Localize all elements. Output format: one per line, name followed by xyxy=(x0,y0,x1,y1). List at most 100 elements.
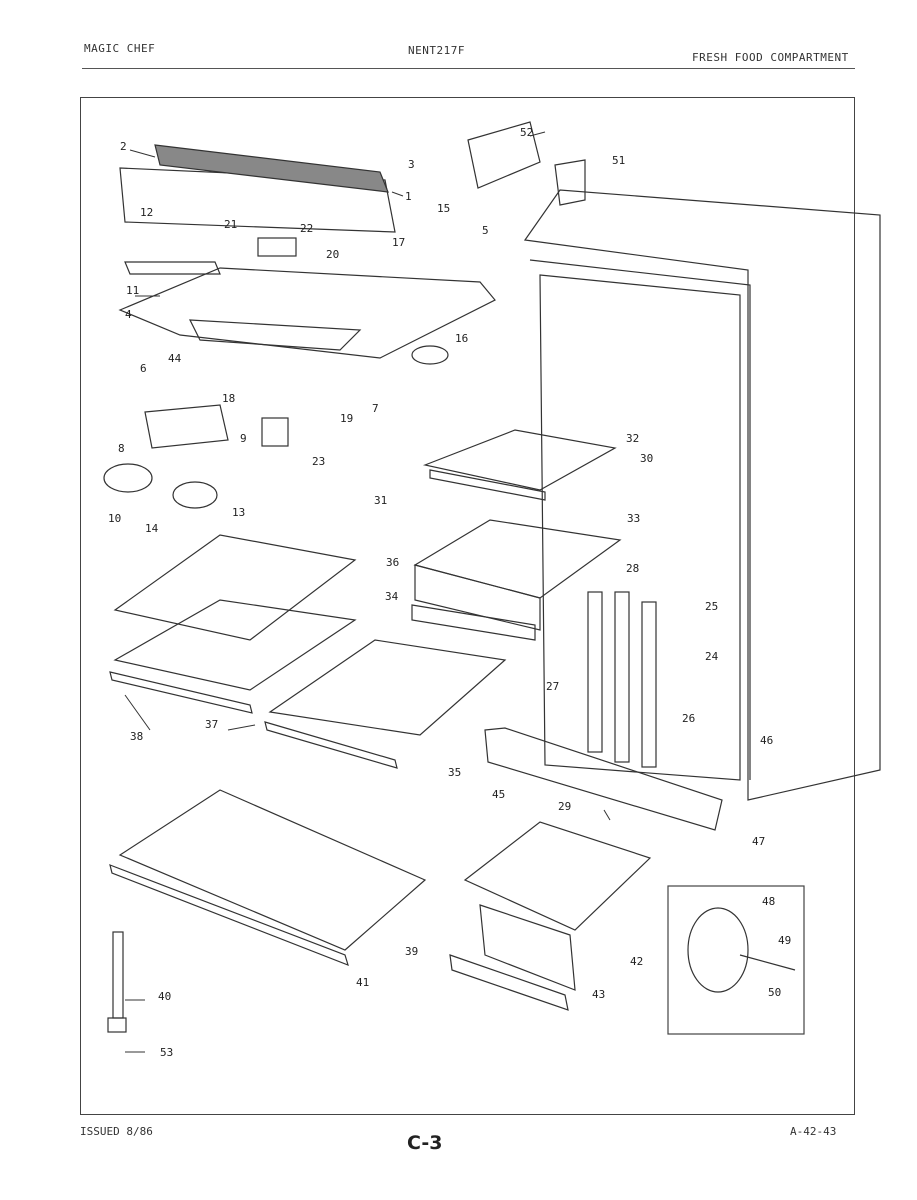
shelf-front xyxy=(429,469,546,501)
callout-label: 51 xyxy=(612,154,625,167)
control-housing-part xyxy=(118,267,496,359)
callout-label: 38 xyxy=(130,730,143,743)
callout-label: 3 xyxy=(408,158,415,171)
callout-label: 52 xyxy=(520,126,533,139)
callout-label: 16 xyxy=(455,332,468,345)
callout-label: 1 xyxy=(405,190,412,203)
shelf-ladder-part xyxy=(641,601,657,768)
callout-label: 14 xyxy=(145,522,159,535)
callout-label: 25 xyxy=(705,600,718,613)
issue-date: ISSUED 8/86 xyxy=(80,1125,153,1138)
diffuser-part xyxy=(411,345,449,365)
model-number: NENT217F xyxy=(408,44,465,57)
callout-label: 48 xyxy=(762,895,775,908)
control-box-part xyxy=(144,404,229,449)
callout-label: 11 xyxy=(126,284,139,297)
shelf-ladder-part xyxy=(587,591,603,753)
callout-label: 6 xyxy=(140,362,147,375)
glass-shelf-part xyxy=(118,789,427,951)
roller-wheel-part xyxy=(687,907,749,993)
callout-label: 18 xyxy=(222,392,235,405)
callout-label: 8 xyxy=(118,442,125,455)
crisper-front xyxy=(479,904,576,991)
callout-label: 5 xyxy=(482,224,489,237)
wire-shelf-part xyxy=(113,599,357,691)
knob-part xyxy=(103,463,153,493)
leader-lines xyxy=(124,131,611,1053)
callout-label: 36 xyxy=(386,556,399,569)
document-code: A-42-43 xyxy=(790,1125,837,1138)
shelf-trim-part xyxy=(264,721,398,769)
glass-shelf-trim-part xyxy=(109,864,349,967)
callout-label: 32 xyxy=(626,432,639,445)
roller-inset-box xyxy=(667,885,805,1035)
bracket-part xyxy=(124,261,221,275)
callout-label: 45 xyxy=(492,788,505,801)
wire-shelf-part xyxy=(268,639,507,736)
shelf-part xyxy=(422,429,617,491)
callout-label: 37 xyxy=(205,718,218,731)
callout-label: 27 xyxy=(546,680,559,693)
callout-label: 21 xyxy=(224,218,237,231)
pan-rail-part xyxy=(411,604,536,641)
callout-label: 9 xyxy=(240,432,247,445)
hinge-part xyxy=(554,159,586,206)
callout-label: 13 xyxy=(232,506,245,519)
callout-label: 20 xyxy=(326,248,339,261)
callout-label: 7 xyxy=(372,402,379,415)
callout-label: 53 xyxy=(160,1046,173,1059)
callout-label: 22 xyxy=(300,222,313,235)
section-title: FRESH FOOD COMPARTMENT xyxy=(692,51,849,64)
callout-label: 29 xyxy=(558,800,571,813)
callout-label: 31 xyxy=(374,494,387,507)
brand-name: MAGIC CHEF xyxy=(84,42,156,55)
shelf-ladder-part xyxy=(614,591,630,763)
callout-label: 43 xyxy=(592,988,605,1001)
callout-label: 24 xyxy=(705,650,719,663)
callout-label: 23 xyxy=(312,455,325,468)
roller-axle-part xyxy=(739,954,796,971)
callout-label: 47 xyxy=(752,835,765,848)
callout-label: 4 xyxy=(125,308,132,321)
control-housing-face xyxy=(188,319,362,351)
knob-part xyxy=(172,481,218,509)
cabinet-outline xyxy=(523,189,881,801)
callout-label: 30 xyxy=(640,452,653,465)
socket-part xyxy=(257,237,297,257)
shelf-trim-part xyxy=(109,671,253,714)
crisper-rail-part xyxy=(449,954,569,1011)
callout-labels: 52 51 2 3 1 15 12 21 22 5 17 20 11 4 16 … xyxy=(108,126,791,1059)
crisper-pan-part xyxy=(463,821,652,931)
callout-label: 15 xyxy=(437,202,450,215)
header-rule xyxy=(82,68,855,69)
callout-label: 44 xyxy=(168,352,182,365)
callout-label: 17 xyxy=(392,236,405,249)
callout-label: 50 xyxy=(768,986,781,999)
top-light-shield-part xyxy=(154,144,389,193)
cabinet-front-edge xyxy=(529,259,751,780)
callout-label: 46 xyxy=(760,734,773,747)
callout-label: 49 xyxy=(778,934,791,947)
callout-label: 19 xyxy=(340,412,353,425)
callout-label: 39 xyxy=(405,945,418,958)
page-number: C-3 xyxy=(407,1132,443,1154)
callout-label: 12 xyxy=(140,206,153,219)
pan-part xyxy=(413,519,622,599)
callout-label: 2 xyxy=(120,140,127,153)
callout-label: 10 xyxy=(108,512,121,525)
callout-label: 41 xyxy=(356,976,369,989)
callout-label: 34 xyxy=(385,590,399,603)
callout-label: 28 xyxy=(626,562,639,575)
socket-part xyxy=(261,417,289,447)
wire-shelf-part xyxy=(113,534,357,641)
callout-label: 42 xyxy=(630,955,643,968)
callout-label: 33 xyxy=(627,512,640,525)
callout-label: 40 xyxy=(158,990,171,1003)
base-grille-part xyxy=(484,727,723,831)
bracket-plate-part xyxy=(467,121,541,189)
cabinet-liner xyxy=(539,274,741,781)
pan-front xyxy=(414,564,541,631)
callout-label: 35 xyxy=(448,766,461,779)
rod-part xyxy=(112,931,124,1019)
